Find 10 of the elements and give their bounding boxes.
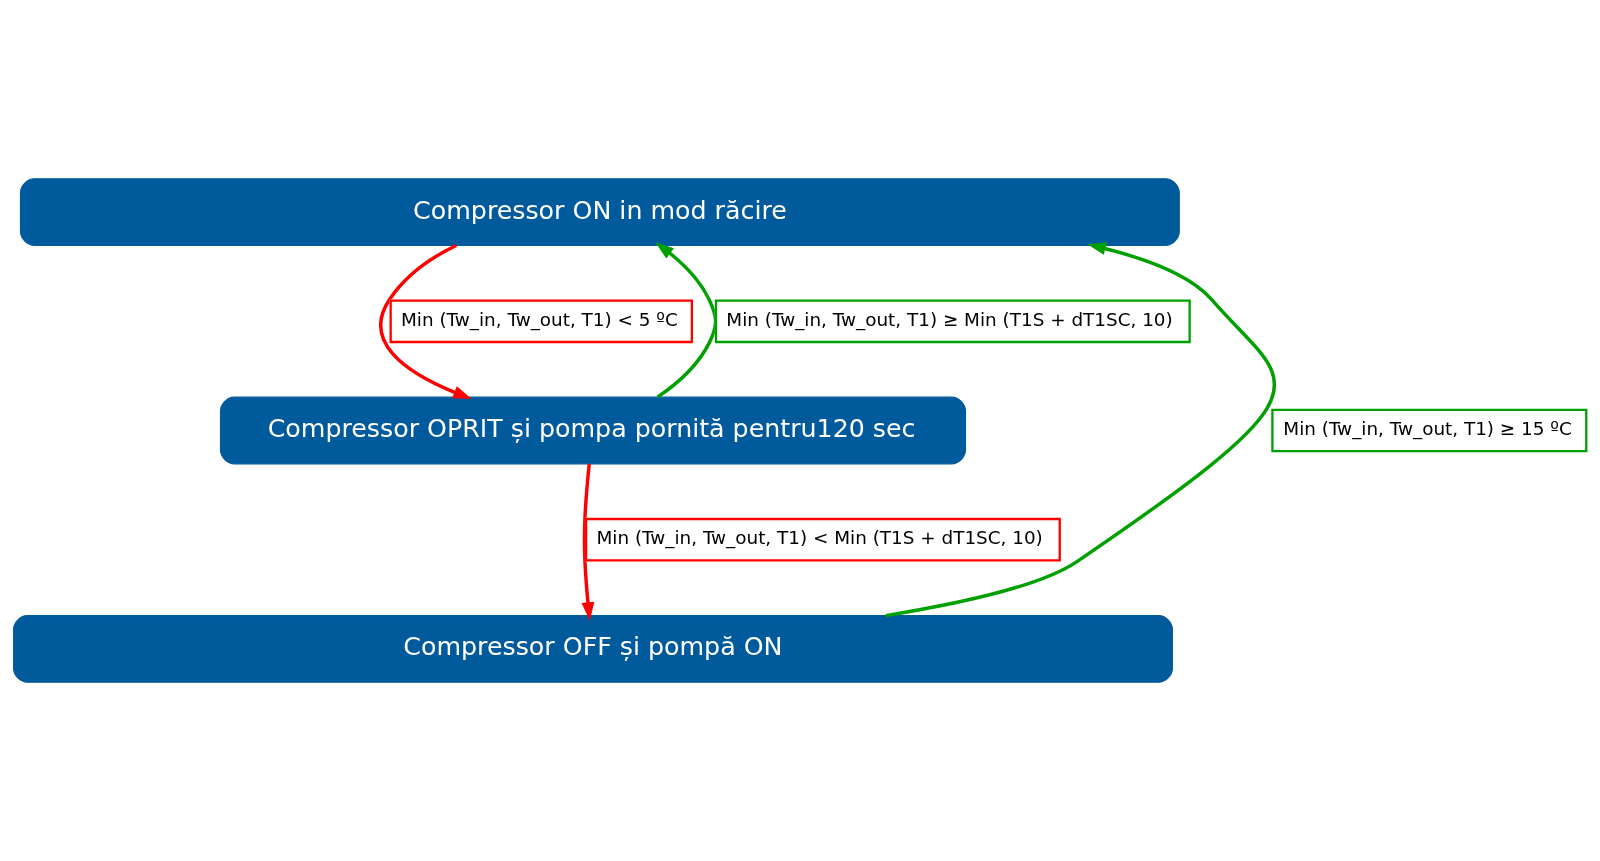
node-box: Compressor OPRIT și pompa pornită pentru120 sec — [219, 396, 966, 465]
arrow — [581, 463, 594, 621]
edge-label: Min (Tw_in, Tw_out, T1) ≥ 15 ºC — [1282, 417, 1572, 439]
node-box: Compressor OFF și pompă ON — [12, 615, 1173, 683]
edge-label: Min (Tw_in, Tw_out, T1) < Min (T1S + dT1SC, 10) — [595, 527, 1043, 549]
arrow — [378, 243, 472, 399]
arrow — [885, 242, 1276, 618]
edge-label: Min (Tw_in, Tw_out, T1) ≥ Min (T1S + dT1SC, 10) — [725, 308, 1173, 330]
node-box: Compressor ON in mod răcire — [19, 178, 1180, 246]
edge-label: Min (Tw_in, Tw_out, T1) < 5 ºC — [400, 308, 678, 330]
